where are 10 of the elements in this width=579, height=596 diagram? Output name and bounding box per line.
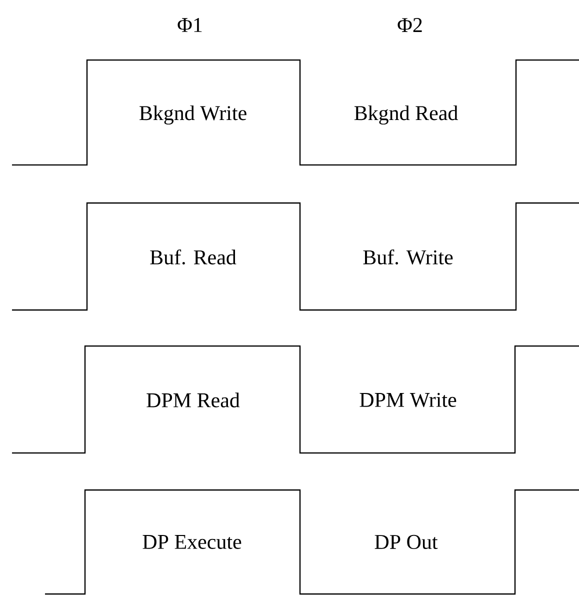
cycle-label: Buf. Read [150,249,236,265]
cycle-label: DPM Read [146,392,240,408]
cycle-label: DP Out [374,534,438,550]
cycle-label: Bkgnd Write [140,105,246,125]
cycle-label: Bkgnd Read [354,105,458,125]
cycle-label: Buf. Write [363,249,453,265]
phase-label: Φ2 [398,18,422,32]
cycle-label: DPM Write [360,392,456,408]
phase-label: Φ1 [178,18,202,32]
cycle-label: DP Execute [142,535,242,549]
